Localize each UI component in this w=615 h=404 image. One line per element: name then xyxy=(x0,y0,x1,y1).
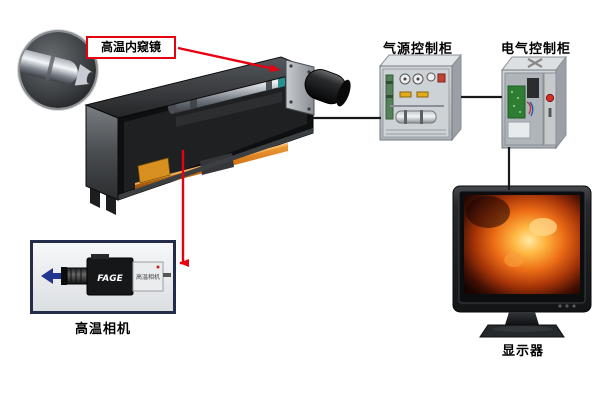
probe-tube xyxy=(20,49,94,86)
pneumatic-components xyxy=(385,72,446,135)
camera-cable xyxy=(163,273,171,277)
air-filter-regulator xyxy=(395,110,437,124)
camera-label: 高温相机 xyxy=(74,322,131,337)
electrical-cabinet-label: 电气控制柜 xyxy=(500,42,571,57)
pcb-board xyxy=(507,85,526,119)
valve-handle xyxy=(399,91,412,98)
door-handle xyxy=(548,108,552,117)
monitor-buttons xyxy=(558,304,576,308)
rail-carriage xyxy=(137,157,171,184)
red-indicator-button xyxy=(545,93,555,103)
direction-arrow-icon xyxy=(41,268,63,284)
electrical-control-cabinet xyxy=(500,55,568,150)
camera-brand-text: FAGE xyxy=(97,274,123,284)
monitor-stand-neck xyxy=(505,312,539,325)
camera-image: FAGE 高温相机 xyxy=(41,254,171,296)
eyepiece-camera-cylinder xyxy=(304,69,351,107)
mount-flange xyxy=(285,59,315,116)
air-cabinet-label: 气源控制柜 xyxy=(382,42,453,57)
valve-handle xyxy=(416,91,429,98)
air-control-cabinet xyxy=(378,53,463,142)
endoscope-label: 高温内窥镜 xyxy=(86,36,176,59)
endoscope-housing-unit xyxy=(84,56,351,215)
monitor-label: 显示器 xyxy=(501,344,544,359)
electrical-components xyxy=(504,72,557,146)
camera-model-text: 高温相机 xyxy=(136,273,160,281)
camera-lens-barrel xyxy=(66,267,88,285)
cabinet-side-face xyxy=(451,53,462,142)
housing-left-face xyxy=(85,104,119,201)
vent-cross-icon xyxy=(527,58,543,68)
endoscope-probe-image xyxy=(20,32,96,108)
cabinet-side-face xyxy=(555,55,567,150)
camera-photo-inset: FAGE 高温相机 xyxy=(30,240,176,314)
endoscope-photo-inset xyxy=(18,30,98,110)
monitor xyxy=(452,185,592,338)
